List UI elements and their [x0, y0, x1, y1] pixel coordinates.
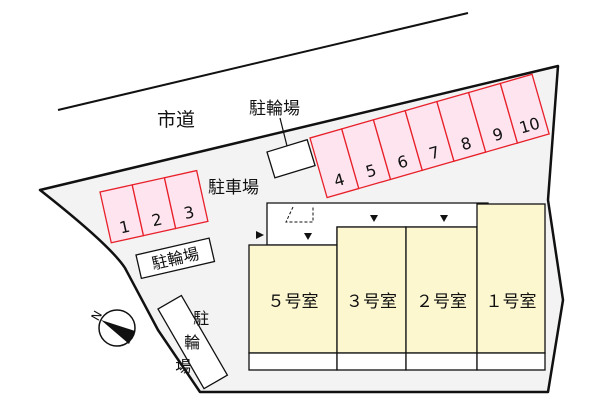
- parking-number-9: 9: [490, 124, 505, 145]
- unit-5-label: ５号室: [268, 292, 319, 312]
- parking-number-7: 7: [427, 142, 442, 163]
- parking-space-3[interactable]: [163, 169, 209, 230]
- unit-3-label: ３号室: [346, 292, 397, 312]
- entrance-arrow-5-icon: [304, 233, 312, 240]
- bicycle-parking-vertical-char-2: 輪: [184, 333, 200, 352]
- unit-1-label: １号室: [486, 292, 537, 312]
- parking-number-4: 4: [332, 170, 347, 191]
- parking-group-right: 4 5 6 7 8 9 10: [309, 73, 550, 199]
- parking-number-3: 3: [182, 202, 196, 223]
- road-label: 市道: [157, 109, 195, 131]
- bicycle-parking-vertical-char-1: 駐: [193, 309, 209, 328]
- bicycle-parking-vertical-char-3: 場: [175, 357, 191, 376]
- parking-space-10[interactable]: [499, 73, 550, 144]
- unit-2[interactable]: ２号室: [405, 226, 478, 371]
- bicycle-parking-top-label: 駐輪場: [249, 99, 300, 119]
- parking-number-10: 10: [517, 114, 542, 138]
- bicycle-parking-vertical[interactable]: 駐 輪 場: [142, 287, 243, 398]
- compass-icon: N: [88, 308, 136, 347]
- parking-group-left: 1 2 3: [99, 169, 209, 244]
- road-edge-line: [57, 12, 469, 111]
- parking-number-1: 1: [118, 217, 132, 238]
- entrance-arrow-3-icon: [370, 215, 378, 222]
- unit-3[interactable]: ３号室: [336, 226, 407, 371]
- parking-number-5: 5: [363, 160, 378, 181]
- entrance-arrow-left-icon: [256, 231, 264, 239]
- unit-2-label: ２号室: [416, 292, 467, 312]
- parking-lot-label: 駐車場: [208, 178, 259, 198]
- bicycle-parking-top-box[interactable]: [266, 138, 316, 179]
- parking-number-6: 6: [395, 151, 410, 172]
- unit-1[interactable]: １号室: [476, 203, 546, 371]
- parking-number-8: 8: [459, 133, 474, 154]
- entrance-arrow-2-icon: [440, 215, 448, 222]
- stairs-outline: [285, 206, 314, 223]
- parking-number-2: 2: [150, 209, 164, 230]
- unit-5[interactable]: ５号室: [248, 244, 338, 371]
